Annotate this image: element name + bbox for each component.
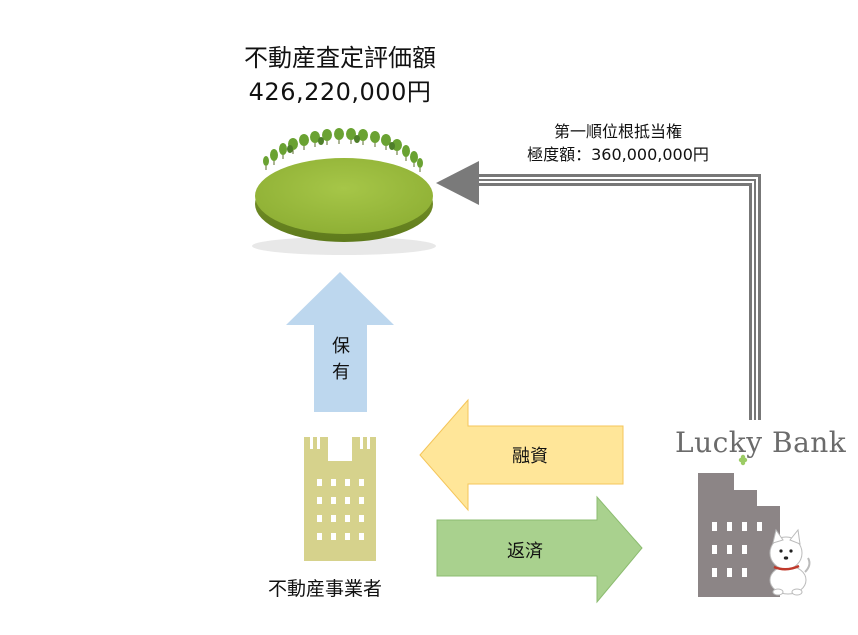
mortgage-limit-label: 極度額：360,000,000円 [527,145,709,164]
mortgage-arrow [436,161,761,420]
owner-building-icon [304,436,376,561]
ownership-label-char2: 有 [332,362,350,383]
ownership-label-char1: 保 [332,336,350,357]
ownership-arrow [286,272,394,412]
land-icon [252,128,436,255]
trees-icon [263,128,423,172]
land-appraisal-title: 不動産査定評価額 [244,44,436,72]
bank-logo-text: Lucky Bank [675,426,847,459]
clover-icon [738,454,748,466]
financing-label: 融資 [512,446,548,467]
owner-label: 不動産事業者 [267,578,382,600]
repayment-label: 返済 [507,541,543,562]
dog-mascot-icon [769,528,811,596]
financing-arrow [419,398,624,512]
land-appraisal-value: 426,220,000円 [248,78,432,106]
mortgage-rank-label: 第一順位根抵当権 [553,122,682,141]
repayment-arrow [436,495,643,604]
bank-building-icon [698,473,780,597]
